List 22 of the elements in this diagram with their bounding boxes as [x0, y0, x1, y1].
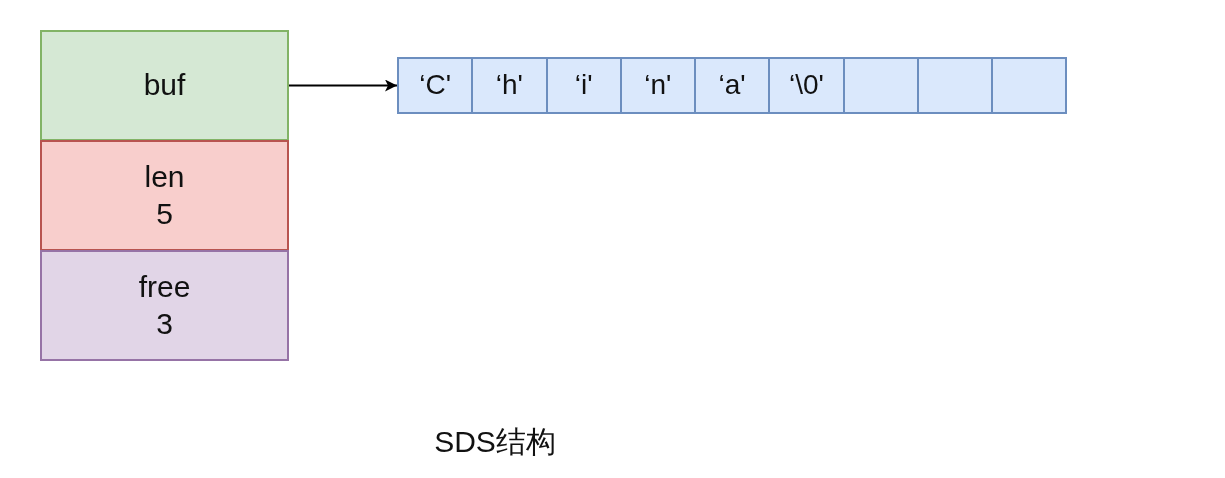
field-text: len [144, 158, 185, 195]
arrow [288, 79, 398, 92]
cell-text: ‘n' [644, 70, 672, 101]
array-cell [619, 57, 696, 114]
free-field-box [40, 250, 289, 361]
array-cell [397, 57, 474, 114]
field-text: buf [143, 67, 186, 104]
cell-text: ‘i' [574, 70, 593, 101]
array-cell [694, 57, 771, 114]
cell-text: ‘\0' [788, 70, 824, 101]
cell-text: ‘C' [419, 70, 451, 101]
array-cell [768, 57, 845, 114]
array-cell [471, 57, 548, 114]
array-cell [545, 57, 622, 114]
field-text: free [138, 268, 191, 305]
cell-text: ‘h' [495, 70, 523, 101]
cell-text: ‘a' [718, 70, 746, 101]
len-field-box [40, 140, 289, 251]
field-value: 3 [156, 305, 173, 342]
buf-field-box [40, 30, 289, 141]
caption: SDS结构 [434, 424, 556, 460]
field-value: 5 [156, 195, 173, 232]
